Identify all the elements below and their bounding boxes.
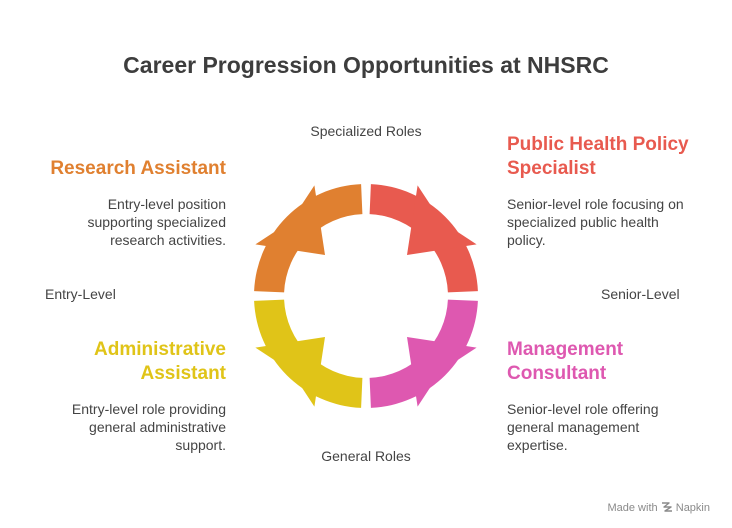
axis-label-right: Senior-Level bbox=[601, 286, 680, 302]
segment-administrative-assistant bbox=[254, 299, 363, 408]
public-health-policy-specialist-heading: Public Health Policy Specialist bbox=[507, 133, 689, 181]
management-consultant-heading: Management Consultant bbox=[507, 338, 623, 386]
management-consultant-description: Senior-level role offering general manag… bbox=[507, 400, 659, 454]
segment-research-assistant bbox=[254, 184, 363, 293]
segment-management-consultant bbox=[369, 299, 478, 408]
description-line: policy. bbox=[507, 232, 546, 248]
arrow-management-consultant bbox=[407, 337, 477, 407]
description-line: general management bbox=[507, 419, 640, 435]
description-line: Senior-level role offering bbox=[507, 401, 659, 417]
heading-line: Public Health Policy bbox=[507, 134, 689, 155]
heading-line: Assistant bbox=[140, 363, 226, 384]
heading-line: Research Assistant bbox=[50, 158, 226, 179]
description-line: specialized public health bbox=[507, 214, 659, 230]
made-with-napkin-watermark: Made with Napkin bbox=[607, 501, 710, 516]
heading-line: Specialist bbox=[507, 158, 596, 179]
administrative-assistant-description: Entry-level role providing general admin… bbox=[72, 400, 226, 454]
description-line: general administrative bbox=[89, 419, 226, 435]
arrow-research-assistant bbox=[255, 185, 325, 255]
description-line: Entry-level position bbox=[107, 196, 226, 212]
axis-label-bottom: General Roles bbox=[321, 448, 411, 464]
administrative-assistant-heading: Administrative Assistant bbox=[94, 338, 226, 386]
research-assistant-description: Entry-level position supporting speciali… bbox=[87, 195, 226, 249]
heading-line: Administrative bbox=[94, 339, 226, 360]
public-health-policy-specialist-description: Senior-level role focusing on specialize… bbox=[507, 195, 684, 249]
cycle-diagram bbox=[254, 184, 478, 408]
description-line: supporting specialized bbox=[87, 214, 226, 230]
description-line: Entry-level role providing bbox=[71, 401, 226, 417]
description-line: research activities. bbox=[110, 232, 226, 248]
description-line: support. bbox=[175, 437, 226, 453]
segment-public-health-policy-specialist bbox=[369, 184, 478, 293]
heading-line: Consultant bbox=[507, 363, 607, 384]
heading-line: Management bbox=[507, 339, 624, 360]
watermark-made-with: Made with bbox=[607, 502, 658, 514]
arrow-public-health-policy-specialist bbox=[407, 185, 477, 255]
watermark-brand: Napkin bbox=[675, 502, 710, 514]
research-assistant-heading: Research Assistant bbox=[50, 157, 226, 181]
axis-label-top: Specialized Roles bbox=[310, 123, 422, 139]
description-line: Senior-level role focusing on bbox=[507, 196, 684, 212]
page-title: Career Progression Opportunities at NHSR… bbox=[123, 52, 609, 78]
arrow-administrative-assistant bbox=[255, 337, 325, 407]
napkin-icon bbox=[661, 501, 673, 516]
description-line: expertise. bbox=[507, 437, 568, 453]
axis-label-left: Entry-Level bbox=[45, 286, 116, 302]
